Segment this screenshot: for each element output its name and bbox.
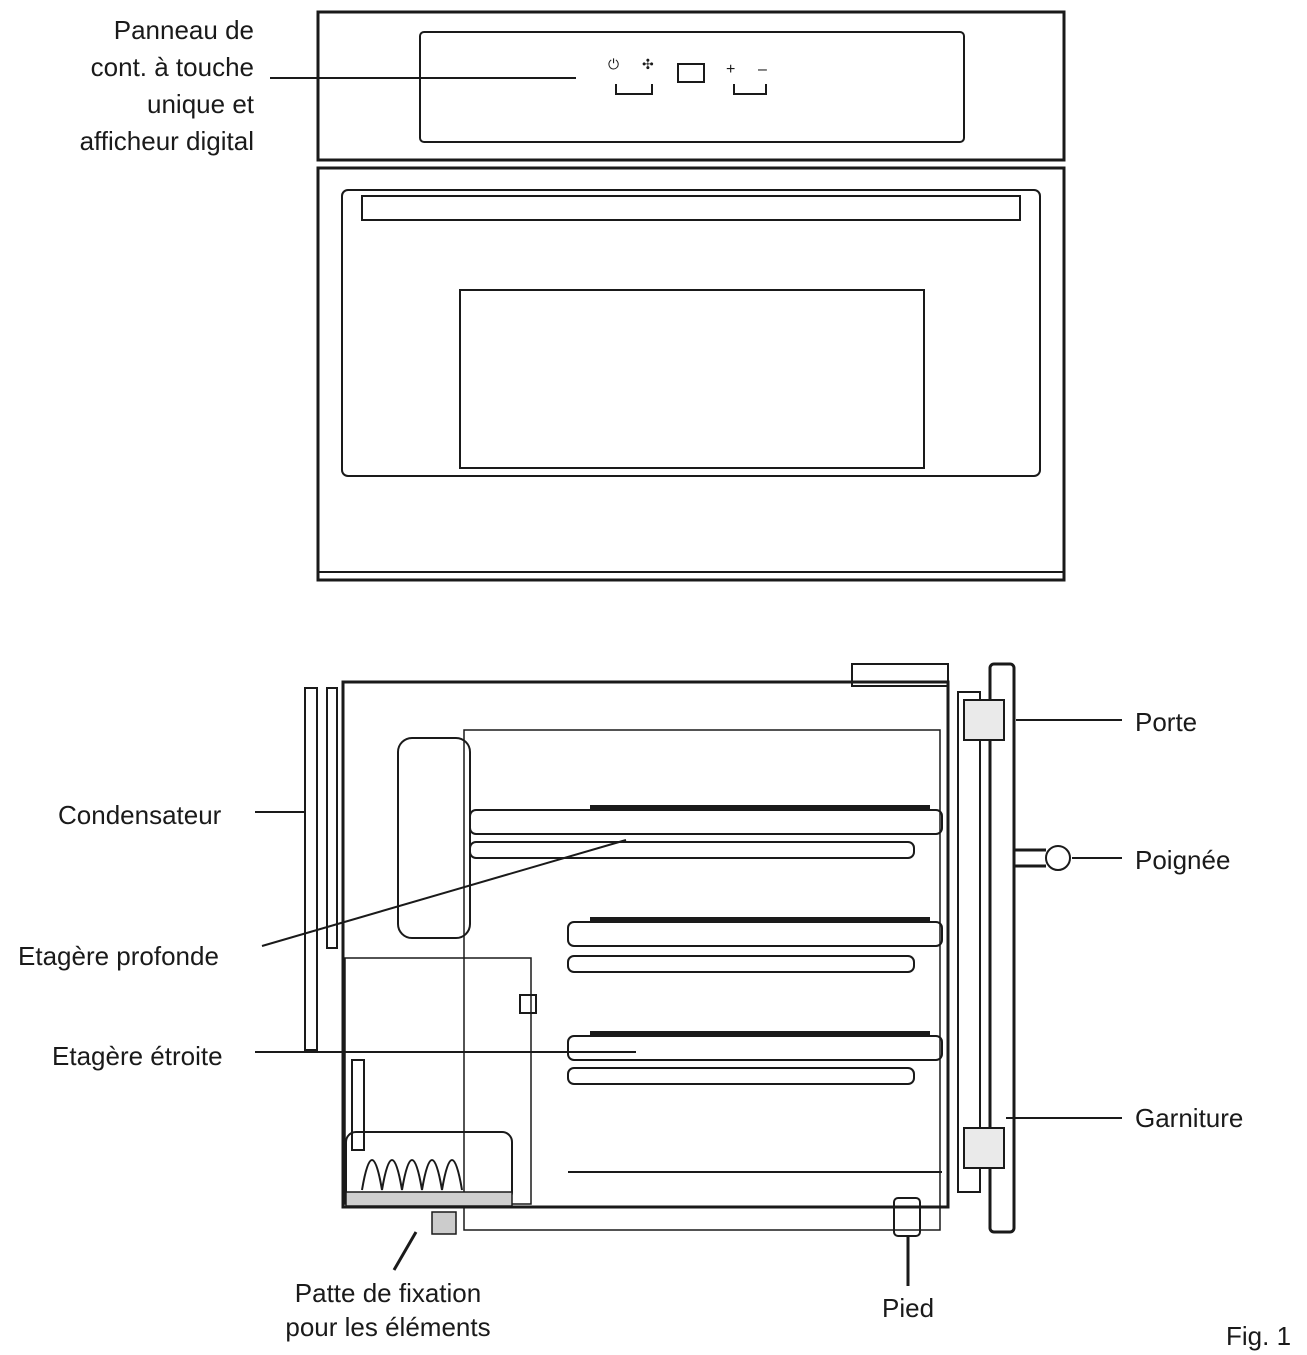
label-narrow-shelf: Etagère étroite (52, 1041, 223, 1071)
oven-side-view (255, 662, 1122, 1286)
power-icon: ⏻ (608, 56, 620, 72)
label-control-panel: Panneau de cont. à touche unique et affi… (79, 15, 254, 156)
control-band (316, 10, 1066, 162)
fan-icon: ✣ (642, 56, 654, 72)
label-mounting-bracket: Patte de fixation pour les éléments (285, 1278, 491, 1342)
cavity-housing (341, 680, 950, 1209)
deep-shelf-leader (261, 839, 627, 947)
label-deep-shelf: Etagère profonde (18, 941, 219, 971)
label-foot: Pied (882, 1293, 935, 1323)
digital-display (677, 63, 705, 83)
oven-body (316, 166, 1066, 582)
door-side (957, 691, 981, 1193)
shelf-rails (469, 805, 943, 1173)
bracket-leader (392, 1231, 418, 1271)
oven-front-view (270, 10, 1066, 582)
mounting-bracket-part (431, 1211, 457, 1235)
oven-door-front (341, 189, 1041, 477)
door-window (459, 289, 925, 469)
fan-block (397, 737, 471, 939)
condenser-panel (304, 687, 318, 1051)
minus-icon: – (758, 61, 767, 78)
label-handle: Poignée (1135, 845, 1231, 875)
label-gasket: Garniture (1135, 1103, 1244, 1133)
label-door: Porte (1135, 707, 1198, 737)
door-handle-bar (361, 195, 1021, 221)
control-panel-frame (419, 31, 965, 143)
plus-icon: + (726, 61, 736, 78)
label-condenser: Condensateur (58, 800, 222, 830)
figure-caption: Fig. 1 (1226, 1321, 1292, 1351)
handle-side (1045, 845, 1071, 871)
